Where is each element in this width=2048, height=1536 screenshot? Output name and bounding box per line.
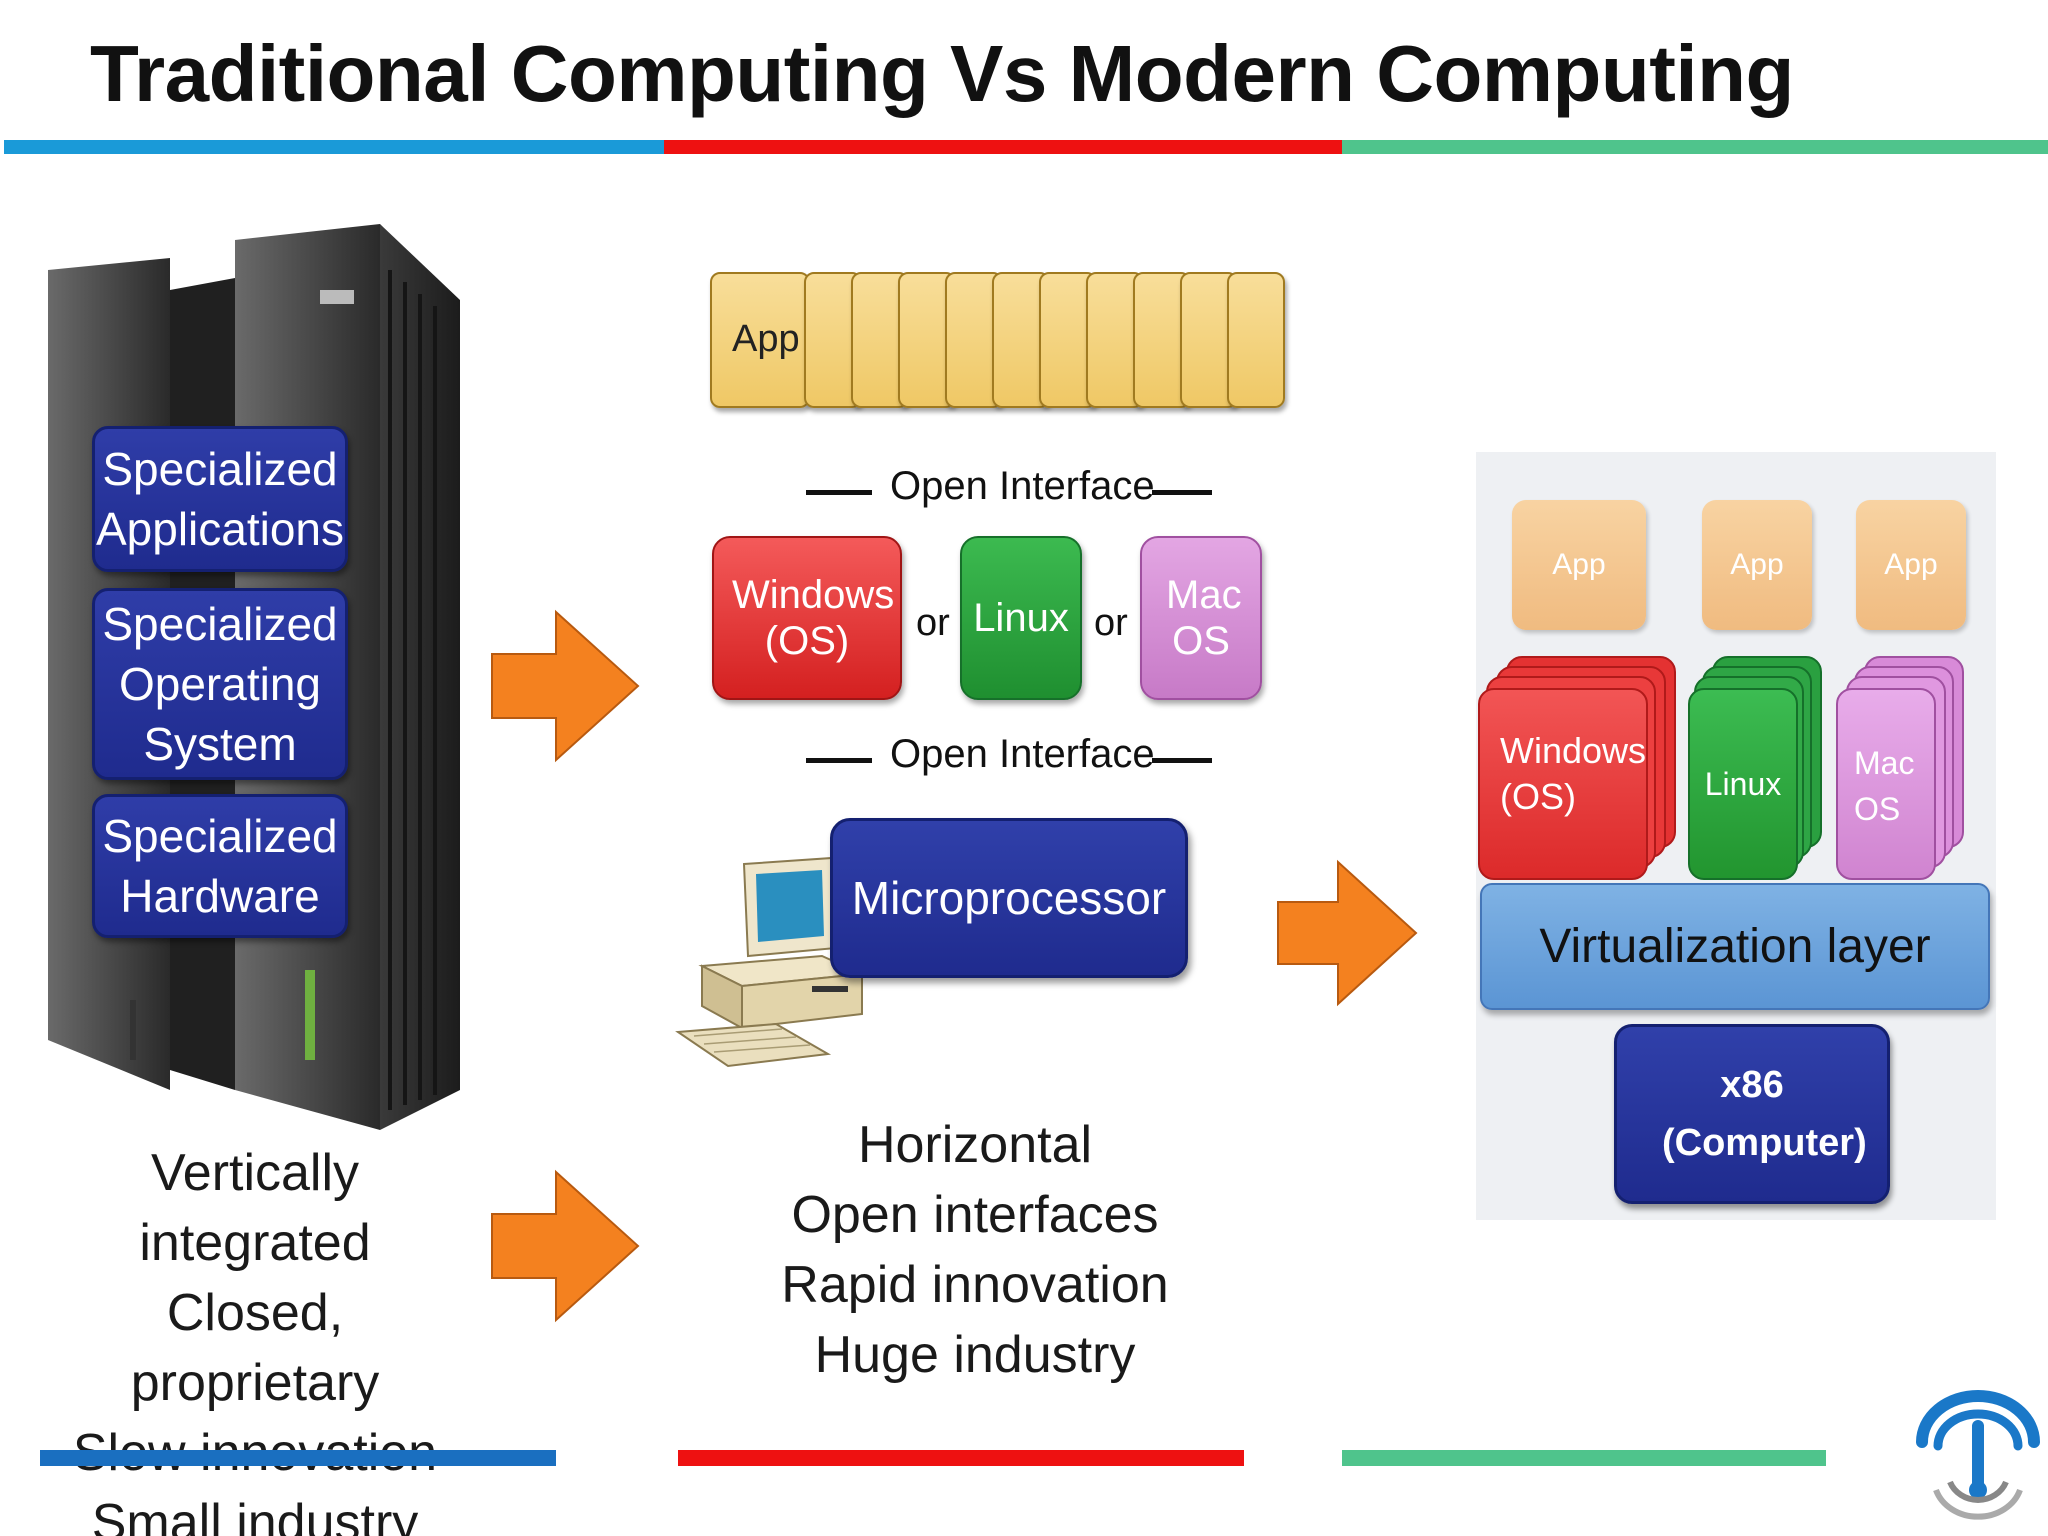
- broadcast-logo-icon: [1916, 1390, 2040, 1520]
- title-underline-blue: [4, 140, 664, 154]
- or-label: or: [916, 602, 950, 644]
- traditional-desc-line: Vertically integrated: [139, 1144, 371, 1272]
- traditional-desc-line: Closed, proprietary: [130, 1284, 380, 1412]
- linux-vm-box: Linux: [1688, 688, 1798, 880]
- arrow-right-icon: [1277, 859, 1418, 1007]
- modern-desc-line: Open interfaces: [791, 1186, 1159, 1244]
- arrow-right-icon: [491, 1169, 640, 1323]
- modern-desc-line: Huge industry: [814, 1326, 1136, 1384]
- x86-label: x86 (Computer): [1662, 1064, 1867, 1164]
- interface-dash: [806, 758, 872, 763]
- app-card: [710, 272, 810, 408]
- title-underline-green: [1342, 140, 2048, 154]
- app-card: [1227, 272, 1285, 408]
- specialized-hardware-box: Specialized Hardware: [92, 794, 348, 938]
- mac-os-label: Mac OS: [1166, 573, 1242, 663]
- traditional-desc-line: Small industry: [91, 1494, 419, 1536]
- specialized-os-box: Specialized Operating System: [92, 588, 348, 780]
- linux-label: Linux: [973, 596, 1069, 640]
- bottom-bar-blue: [40, 1450, 556, 1466]
- desktop-computer-icon: [675, 856, 866, 1068]
- page-title: Traditional Computing Vs Modern Computin…: [90, 29, 1794, 118]
- virtual-app-card: App: [1856, 500, 1966, 630]
- traditional-description: Vertically integrated Closed, proprietar…: [40, 1138, 470, 1536]
- arrow-right-icon: [491, 609, 640, 763]
- title-underline-red: [664, 140, 1342, 154]
- virtualization-layer: Virtualization layer: [1480, 883, 1990, 1010]
- virtual-app-card: App: [1702, 500, 1812, 630]
- mac-vm-box: [1836, 688, 1936, 880]
- open-interface-bottom: Open Interface: [890, 732, 1155, 776]
- windows-vm-label: Windows (OS): [1500, 730, 1647, 817]
- modern-desc-line: Rapid innovation: [781, 1256, 1169, 1314]
- interface-dash: [1152, 758, 1212, 763]
- windows-os-box: Windows (OS): [712, 536, 902, 700]
- open-interface-top: Open Interface: [890, 464, 1155, 508]
- interface-dash: [1152, 490, 1212, 495]
- x86-computer-box: x86 (Computer): [1614, 1024, 1890, 1204]
- windows-os-label: Windows (OS): [732, 573, 895, 663]
- or-label: or: [1094, 602, 1128, 644]
- mac-vm-label: Mac OS: [1854, 745, 1915, 827]
- bottom-bar-green: [1342, 1450, 1826, 1466]
- linux-box: Linux: [960, 536, 1082, 700]
- bottom-bar-red: [678, 1450, 1244, 1466]
- virtual-app-card: App: [1512, 500, 1646, 630]
- modern-desc-line: Horizontal: [857, 1116, 1093, 1174]
- specialized-applications-box: Specialized Applications: [92, 426, 348, 572]
- app-label: App: [732, 318, 800, 360]
- modern-description: Horizontal Open interfaces Rapid innovat…: [755, 1110, 1195, 1390]
- mac-os-box: Mac OS: [1140, 536, 1262, 700]
- windows-vm-box: [1478, 688, 1648, 880]
- interface-dash: [806, 490, 872, 495]
- microprocessor-box: Microprocessor: [830, 818, 1188, 978]
- linux-vm-label: Linux: [1704, 766, 1782, 802]
